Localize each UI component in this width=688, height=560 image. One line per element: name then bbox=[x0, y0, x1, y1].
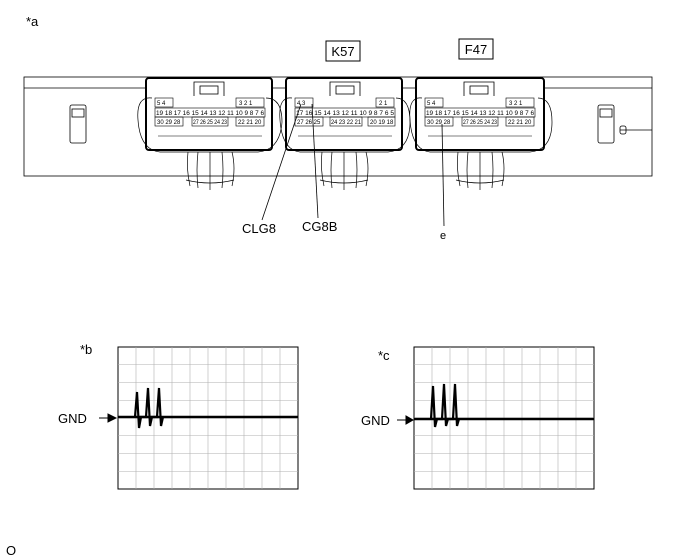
left-mount-tab bbox=[69, 104, 87, 144]
svg-text:3 2 1: 3 2 1 bbox=[239, 101, 253, 107]
svg-text:27 26 25: 27 26 25 bbox=[297, 120, 321, 126]
connector-f47 bbox=[409, 77, 553, 190]
svg-text:17 16 15 14 13 12 11 10 9 8 7: 17 16 15 14 13 12 11 10 9 8 7 6 5 bbox=[296, 111, 395, 117]
svg-text:22 21 20: 22 21 20 bbox=[508, 120, 532, 126]
callout-leaders bbox=[261, 103, 445, 227]
callout-cg8b: CG8B bbox=[302, 219, 337, 234]
scope-grid-c bbox=[414, 347, 594, 489]
leader-e bbox=[441, 123, 445, 227]
signal-pulses-b bbox=[133, 387, 165, 429]
callout-clg8: CLG8 bbox=[242, 221, 276, 236]
connector-f47-pins: 5 4 3 2 1 19 18 17 16 15 14 13 12 11 10 … bbox=[426, 101, 535, 126]
svg-text:F47: F47 bbox=[465, 42, 487, 57]
leader-clg8 bbox=[261, 103, 302, 221]
svg-text:24 23 22 21: 24 23 22 21 bbox=[331, 120, 362, 126]
panel-b-label: *b bbox=[80, 342, 92, 357]
svg-text:5 4: 5 4 bbox=[157, 101, 166, 107]
right-mount-tab bbox=[597, 104, 615, 144]
callout-e: e bbox=[440, 230, 446, 242]
connector-left bbox=[137, 77, 283, 190]
svg-text:27 26 25 24 23: 27 26 25 24 23 bbox=[193, 120, 228, 126]
panel-c-label: *c bbox=[378, 348, 390, 363]
svg-text:30 29 28: 30 29 28 bbox=[427, 120, 451, 126]
corner-code: O bbox=[6, 543, 16, 558]
connector-name-k57: K57 bbox=[325, 40, 361, 62]
svg-text:19 18 17 16 15 14 13 12 11 10: 19 18 17 16 15 14 13 12 11 10 9 8 7 6 bbox=[426, 111, 535, 117]
signal-pulses-c bbox=[429, 383, 461, 428]
leader-cg8b bbox=[311, 103, 319, 219]
svg-text:2 1: 2 1 bbox=[379, 101, 388, 107]
gnd-label-b: GND bbox=[58, 411, 87, 426]
svg-text:22 21 20: 22 21 20 bbox=[238, 120, 262, 126]
svg-text:19 18 17 16 15 14 13 12 11 10: 19 18 17 16 15 14 13 12 11 10 9 8 7 6 bbox=[156, 111, 265, 117]
gnd-label-c: GND bbox=[361, 413, 390, 428]
connector-name-f47: F47 bbox=[458, 38, 494, 60]
waveform-c bbox=[413, 346, 595, 490]
waveform-b bbox=[117, 346, 299, 490]
connector-k57-pins: 4 3 2 1 17 16 15 14 13 12 11 10 9 8 7 6 … bbox=[296, 101, 395, 126]
svg-text:4 3: 4 3 bbox=[297, 101, 306, 107]
connector-k57 bbox=[279, 77, 411, 190]
panel-a-label: *a bbox=[26, 14, 39, 29]
gnd-arrow-b-icon bbox=[99, 413, 118, 423]
gnd-arrow-c-icon bbox=[397, 415, 415, 425]
svg-text:20 19 18: 20 19 18 bbox=[370, 120, 394, 126]
svg-text:30 29 28: 30 29 28 bbox=[157, 120, 181, 126]
svg-text:K57: K57 bbox=[331, 44, 354, 59]
svg-text:27 26 25 24 23: 27 26 25 24 23 bbox=[463, 120, 498, 126]
svg-text:3 2 1: 3 2 1 bbox=[509, 101, 523, 107]
connector-left-pins: 5 4 3 2 1 19 18 17 16 15 14 13 12 11 10 … bbox=[156, 101, 265, 126]
svg-text:5 4: 5 4 bbox=[427, 101, 436, 107]
